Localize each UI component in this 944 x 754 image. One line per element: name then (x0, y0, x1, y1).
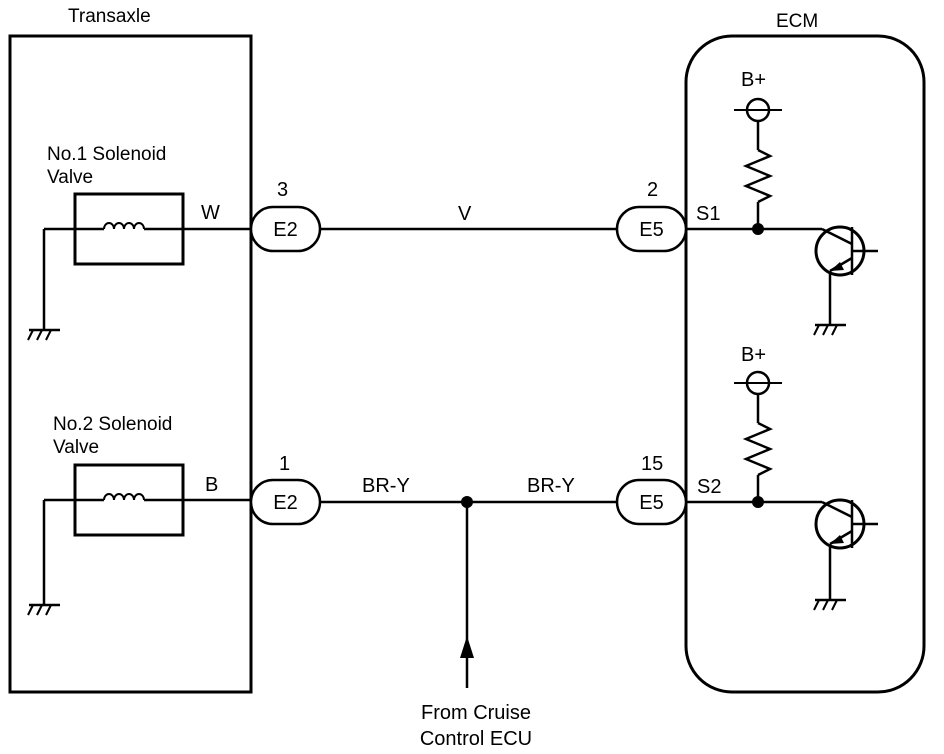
supply-terminal-1 (734, 97, 782, 123)
ground-symbol (27, 603, 60, 616)
ground-symbol (27, 328, 60, 341)
transaxle-block (8, 34, 253, 694)
ecm-block (684, 34, 926, 694)
external-source-line2: Control ECU (420, 728, 532, 750)
solenoid-1-label-line2: Valve (47, 167, 93, 188)
connector-pin-2: 2 (647, 179, 658, 201)
resistor-2 (742, 421, 774, 477)
ecm-terminal-s2: S2 (697, 476, 721, 498)
connector-e2-b: E2 (249, 478, 322, 526)
wire-color-br-y-left: BR-Y (362, 475, 410, 497)
solenoid-2-label: No.2 Solenoid (53, 414, 172, 435)
connector-e5-a: E5 (615, 205, 688, 253)
ecm-terminal-s1: S1 (696, 203, 720, 225)
supply-label-1: B+ (741, 69, 766, 91)
ground-symbol (813, 323, 846, 336)
connector-e2-b-id: E2 (273, 492, 297, 514)
solenoid-1-label: No.1 Solenoid (47, 144, 166, 165)
resistor-1 (742, 148, 774, 204)
transaxle-label: Transaxle (68, 6, 151, 27)
transistor-2 (814, 498, 878, 550)
connector-e5-b-id: E5 (639, 492, 663, 514)
external-source-line1: From Cruise (421, 702, 531, 724)
connector-e5-b: E5 (615, 478, 688, 526)
connector-pin-15: 15 (641, 453, 663, 475)
wire-color-v: V (458, 203, 472, 225)
wire-color-b: B (205, 474, 218, 496)
connector-e2-a-id: E2 (273, 219, 297, 241)
connector-pin-1: 1 (279, 453, 290, 475)
signal-arrow (460, 636, 474, 658)
connector-e2-a: E2 (249, 205, 322, 253)
supply-terminal-2 (734, 370, 782, 396)
wire-color-w: W (201, 202, 220, 224)
solenoid-2-label-line2: Valve (53, 437, 99, 458)
supply-label-2: B+ (741, 344, 766, 366)
ecm-label: ECM (776, 11, 818, 32)
transistor-1 (814, 225, 878, 277)
connector-e5-a-id: E5 (639, 219, 663, 241)
wire-color-br-y-right: BR-Y (527, 475, 575, 497)
connector-pin-3: 3 (277, 179, 288, 201)
ground-symbol (813, 598, 846, 611)
